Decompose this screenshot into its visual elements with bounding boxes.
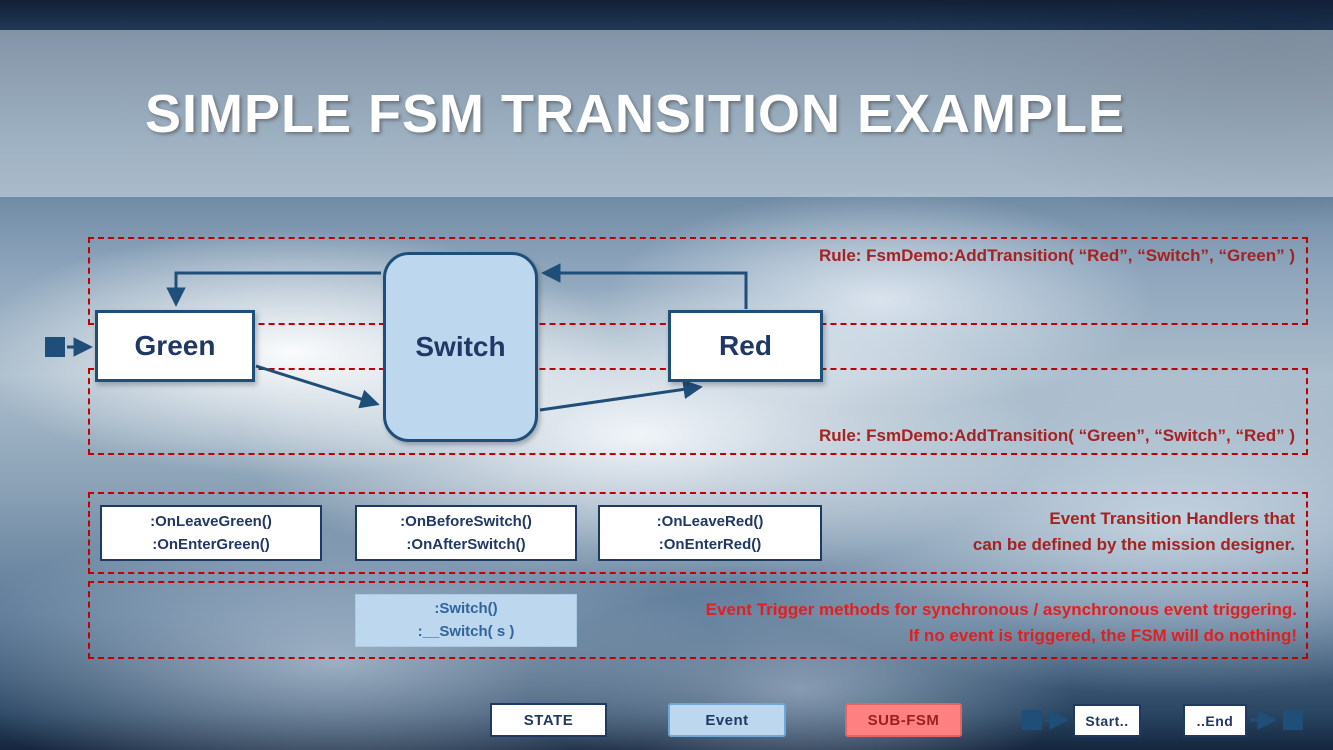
trigger-box-switch: :Switch() :__Switch( s ) [355, 594, 577, 647]
state-red: Red [668, 310, 823, 382]
trigger-switch-sync: :Switch() [434, 600, 498, 617]
triggers-caption: Event Trigger methods for synchronous / … [706, 597, 1297, 648]
handlers-frame [88, 492, 1308, 574]
slide-title: SIMPLE FSM TRANSITION EXAMPLE [145, 83, 1126, 144]
legend-start-label: Start.. [1085, 712, 1129, 729]
rule-text-red-to-green: Rule: FsmDemo:AddTransition( “Red”, “Swi… [818, 246, 1295, 265]
legend-state: STATE [490, 703, 607, 737]
event-switch: Switch [383, 252, 538, 442]
trigger-switch-async: :__Switch( s ) [417, 622, 515, 640]
handler-box-green: :OnLeaveGreen() :OnEnterGreen() [100, 505, 322, 561]
title-banner: SIMPLE FSM TRANSITION EXAMPLE [0, 30, 1333, 197]
event-switch-label: Switch [415, 331, 506, 362]
state-green: Green [95, 310, 255, 382]
legend-event: Event [668, 703, 786, 737]
rule-text-green-to-red: Rule: FsmDemo:AddTransition( “Green”, “S… [818, 426, 1295, 445]
handler-switch-after: :OnAfterSwitch() [406, 536, 526, 553]
state-red-label: Red [719, 330, 772, 361]
triggers-frame [88, 581, 1308, 659]
handler-red-enter: :OnEnterRed() [658, 536, 762, 553]
handler-green-leave: :OnLeaveGreen() [150, 512, 272, 530]
legend-start-square [1022, 710, 1042, 730]
legend-state-label: STATE [523, 711, 574, 729]
legend-end-square [1283, 710, 1303, 730]
legend-end: ..End [1183, 704, 1247, 737]
legend-sub-fsm-label: SUB-FSM [867, 711, 940, 729]
legend-end-label: ..End [1196, 712, 1234, 729]
handler-red-leave: :OnLeaveRed() [656, 512, 764, 530]
triggers-caption-line2: If no event is triggered, the FSM will d… [908, 625, 1297, 645]
start-marker-square [45, 337, 65, 357]
triggers-caption-line1: Event Trigger methods for synchronous / … [705, 600, 1297, 619]
handler-box-red: :OnLeaveRed() :OnEnterRed() [598, 505, 822, 561]
handler-green-enter: :OnEnterGreen() [152, 536, 270, 553]
handlers-caption-line1: Event Transition Handlers that [1049, 509, 1295, 528]
state-green-label: Green [134, 330, 216, 361]
legend-start: Start.. [1073, 704, 1141, 737]
handler-switch-before: :OnBeforeSwitch() [400, 512, 532, 530]
handlers-caption-line2: can be defined by the mission designer. [972, 535, 1295, 555]
handlers-caption: Event Transition Handlers that can be de… [973, 506, 1295, 559]
legend-event-label: Event [705, 711, 749, 729]
legend-sub-fsm: SUB-FSM [845, 703, 962, 737]
handler-box-switch: :OnBeforeSwitch() :OnAfterSwitch() [355, 505, 577, 561]
